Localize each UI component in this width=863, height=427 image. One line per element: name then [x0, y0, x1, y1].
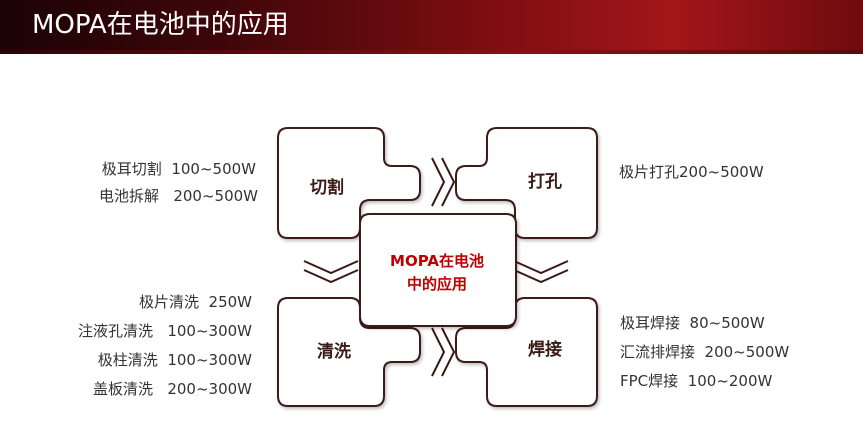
label-fpc-welding: FPC焊接 100~200W: [620, 372, 773, 390]
box-center: [359, 213, 517, 327]
label-injection-hole-cleaning: 注液孔清洗 100~300W: [78, 322, 252, 340]
quadrant-title-drilling: 打孔: [528, 171, 562, 192]
label-busbar-welding: 汇流排焊接 200~500W: [620, 343, 790, 361]
title-bar: [0, 0, 863, 50]
label-battery-disassembly: 电池拆解 200~500W: [99, 187, 258, 205]
connector-left: [303, 260, 359, 284]
label-cutting-tab: 极耳切割 100~500W: [101, 160, 256, 178]
quadrant-title-welding: 焊接: [528, 339, 562, 360]
connector-top: [431, 157, 456, 207]
page-title: MOPA在电池中的应用: [32, 10, 289, 40]
center-title-line1: MOPA在电池: [390, 252, 484, 270]
connector-right: [513, 260, 569, 284]
quadrant-title-cutting: 切割: [310, 177, 344, 198]
label-pole-cleaning: 极柱清洗 100~300W: [97, 351, 252, 369]
connector-bottom: [431, 327, 456, 377]
label-tab-welding: 极耳焊接 80~500W: [620, 314, 765, 332]
center-title-line2: 中的应用: [407, 275, 467, 293]
box-cutting: [277, 127, 421, 239]
title-bar-underline: [0, 50, 863, 54]
box-drilling: [455, 127, 598, 239]
label-electrode-cleaning: 极片清洗 250W: [139, 293, 252, 311]
label-electrode-drilling: 极片打孔200~500W: [619, 163, 764, 181]
quadrant-title-cleaning: 清洗: [317, 341, 351, 362]
label-cover-cleaning: 盖板清洗 200~300W: [93, 380, 252, 398]
